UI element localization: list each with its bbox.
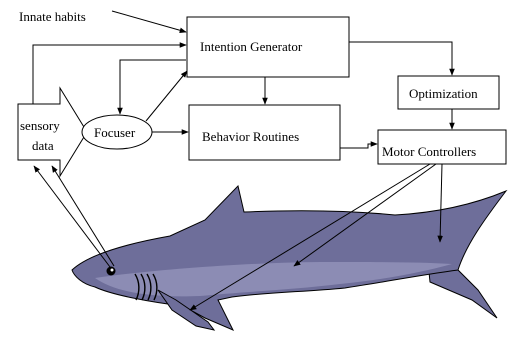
motor-controllers-label: Motor Controllers	[382, 144, 476, 159]
arrow-eye-to-sensory-2	[52, 166, 114, 266]
intention-generator-label: Intention Generator	[200, 39, 303, 54]
arrow-behavior-to-motor	[340, 144, 377, 148]
innate-habits-label: Innate habits	[19, 9, 86, 24]
sensory-data-label-line1: sensory	[20, 118, 60, 133]
sensory-data-label-line2: data	[32, 138, 54, 153]
arrow-innate-to-intention	[112, 11, 186, 32]
focuser-label: Focuser	[94, 125, 136, 140]
optimization-label: Optimization	[409, 86, 478, 101]
arrow-focuser-to-intention	[146, 71, 187, 121]
shark-eye-highlight	[111, 269, 114, 272]
arrow-sensory-to-intention	[33, 45, 186, 104]
arrow-intention-to-optimization	[349, 42, 452, 75]
behavior-routines-label: Behavior Routines	[202, 129, 299, 144]
arrow-intention-to-focuser	[120, 60, 186, 114]
arrow-eye-to-sensory-1	[34, 166, 110, 267]
